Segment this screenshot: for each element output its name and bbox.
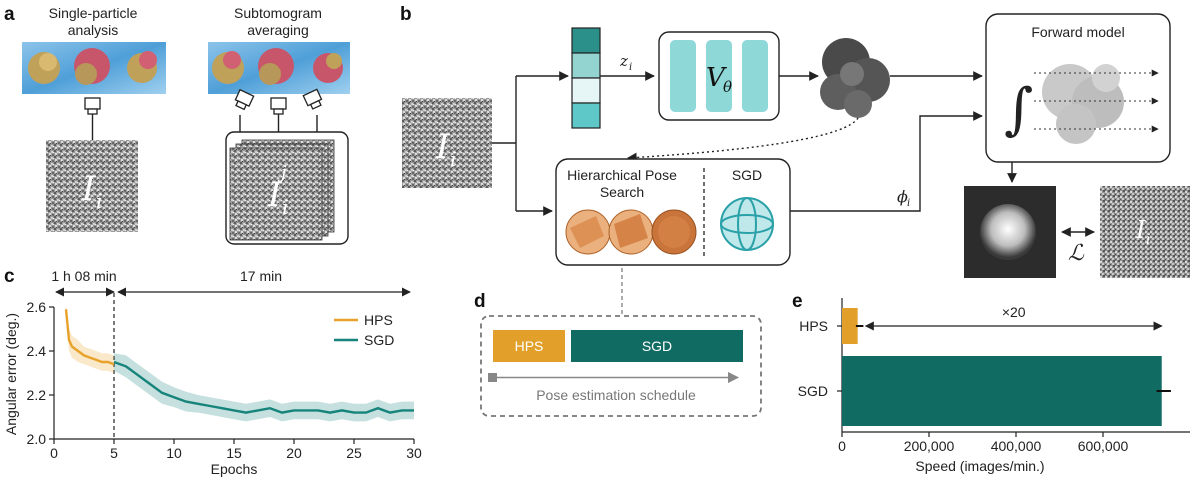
projection-rays [1034,69,1159,133]
sta-title-2: averaging [247,22,309,38]
tilt-camera-icon [234,88,323,132]
c-legend: HPS SGD [334,312,394,348]
c-y-tick-label: 2.6 [27,299,47,315]
c-y-tick-label: 2.2 [27,387,47,403]
schedule-hps-label: HPS [515,338,544,354]
c-sgd-time: 17 min [240,268,282,284]
loss-label: ℒ [1068,241,1085,266]
e-x-tick-label: 200,000 [904,438,955,454]
decoder-label: V [706,63,727,93]
sta-title-1: Subtomogram [234,5,322,21]
input-image [402,98,492,188]
latent-vector [571,27,601,129]
spa-title-1: Single-particle [49,5,138,21]
sgd-sphere-icon [720,197,774,251]
integral-symbol: ∫ [1004,77,1033,142]
c-y-axis-label: Angular error (deg.) [3,313,19,435]
image-sub-spa: i [96,189,102,213]
tilt-image-stack [229,147,323,241]
particles-spa [28,48,157,85]
phi-label: ϕ [897,187,908,206]
e-x-tick-label: 600,000 [1078,438,1129,454]
panel-label-c: c [4,266,15,287]
hps-title-1: Hierarchical Pose [567,167,677,183]
camera-icon [84,97,101,140]
c-series-line-hps [64,309,115,366]
c-y-tick-label: 2.4 [27,343,47,359]
c-error-band-sgd [114,353,414,422]
c-x-tick-label: 0 [50,445,58,461]
spa-title-2: analysis [68,22,119,38]
c-error-band-hps [66,304,114,373]
stack-sub: i [282,195,288,219]
c-x-axis-label: Epochs [211,461,258,477]
forward-model-title: Forward model [1031,24,1124,40]
panel-label-a: a [4,4,15,25]
c-x-tick-label: 20 [286,445,302,461]
c-x-tick-label: 5 [110,445,118,461]
hps-sphere-icons [565,209,697,255]
stack-label: I [267,175,282,215]
c-x-tick-label: 30 [406,445,422,461]
c-legend-hps: HPS [364,312,393,328]
latent-sub: i [629,62,632,73]
e-bar-hps [842,308,858,344]
e-x-tick-label: 0 [838,438,846,454]
c-x-tick-label: 10 [166,445,182,461]
stack-sup: j [277,162,287,183]
target-label: I [1135,216,1146,244]
latent-label: z [619,52,628,70]
volume-density [820,38,890,118]
panel-label-b: b [400,4,412,25]
panel-a: a Single-particle analysis Subtomogram a… [4,4,350,245]
hps-title-2: Search [600,184,644,200]
c-legend-sgd: SGD [364,332,394,348]
particle-image [46,140,138,232]
c-hps-time: 1 h 08 min [51,268,116,284]
e-speedup-label: ×20 [1002,304,1026,320]
panel-label-d: d [474,291,486,312]
panel-b: b I i z i V θ [400,4,1190,278]
decoder-sub: θ [723,78,732,96]
target-image [1100,186,1190,278]
e-category-label: HPS [799,318,828,334]
c-series-line-sgd [113,360,414,414]
e-x-axis-label: Speed (images/min.) [915,458,1044,474]
panel-d: d HPS SGD Pose estimation schedule [474,268,762,417]
phi-sub: i [907,198,910,209]
schedule-sgd-label: SGD [642,338,672,354]
e-x-tick-label: 400,000 [991,438,1042,454]
panel-e-chart: e Speed (images/min.) 0 200,000 400,000 600… [792,291,1190,474]
c-x-tick-label: 25 [346,445,362,461]
particles-sta [212,48,343,85]
input-image-label: I [435,127,450,167]
e-category-label: SGD [798,383,828,399]
c-y-tick-label: 2.0 [27,431,47,447]
input-image-sub: i [450,147,456,171]
schedule-hps-block [493,330,565,362]
c-x-tick-label: 15 [226,445,242,461]
schedule-sgd-block [571,330,743,362]
panel-label-e: e [792,291,803,312]
image-label-spa: I [81,169,96,209]
projected-volume [1042,64,1124,144]
schedule-caption: Pose estimation schedule [536,387,696,403]
target-sub: i [1146,232,1150,248]
e-bar-sgd [842,356,1162,426]
sgd-title: SGD [732,167,762,183]
panel-c-chart: c Angular error (deg.) Epochs 1 h 08 min… [3,266,422,477]
